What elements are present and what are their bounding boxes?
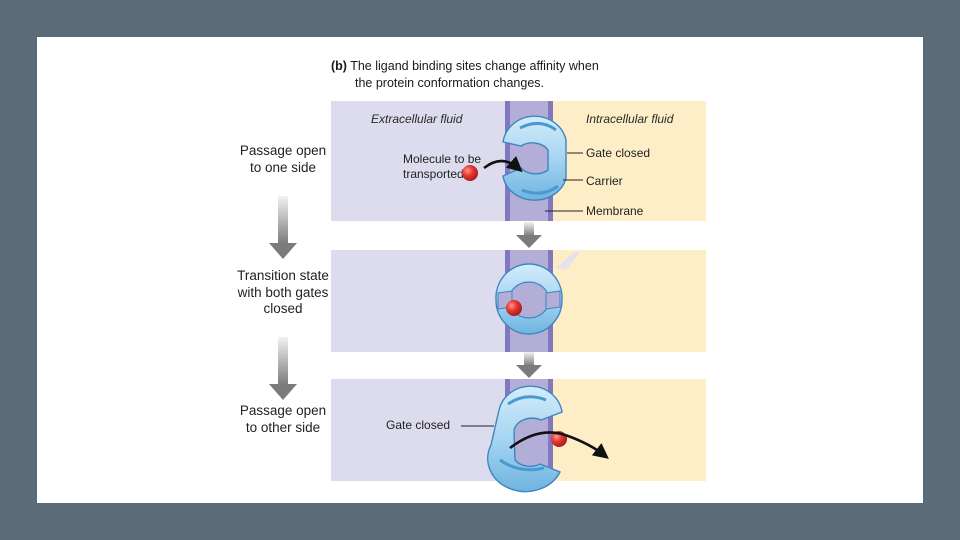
- membrane-outer-leaflet: [505, 379, 510, 481]
- membrane-band: [505, 379, 553, 481]
- panel-open-outside: Extracellular fluid Intracellular fluid …: [331, 101, 706, 221]
- caption-line-2: the protein conformation changes.: [355, 76, 545, 90]
- gate-closed-label: Gate closed: [586, 146, 651, 160]
- intracellular-fluid-label: Intracellular fluid: [586, 112, 674, 126]
- caption-lead: (b): [331, 59, 347, 73]
- membrane-outer-leaflet: [505, 101, 510, 221]
- extracellular-region: [331, 379, 505, 481]
- membrane-band: [505, 101, 553, 221]
- figure-caption: (b) The ligand binding sites change affi…: [331, 58, 691, 92]
- caption-line-1: The ligand binding sites change affinity…: [350, 59, 599, 73]
- molecule-label: Molecule to be transported: [403, 152, 482, 181]
- extracellular-region: [331, 250, 505, 352]
- extracellular-region: [331, 101, 505, 221]
- intracellular-region: [553, 101, 706, 221]
- membrane-label: Membrane: [586, 204, 644, 218]
- step-label-2: Transition state with both gates closed: [237, 268, 329, 316]
- membrane-band: [505, 250, 553, 352]
- carrier-label: Carrier: [586, 174, 623, 188]
- extracellular-fluid-label: Extracellular fluid: [371, 112, 463, 126]
- intracellular-region: [553, 250, 706, 352]
- step-label-1: Passage open to one side: [239, 143, 327, 175]
- membrane-outer-leaflet: [505, 250, 510, 352]
- step-label-3: Passage open to other side: [239, 403, 327, 435]
- panel-open-inside: Gate closed: [331, 379, 706, 481]
- intracellular-region: [553, 379, 706, 481]
- panel-transition-state: [331, 250, 706, 352]
- gate-closed-label: Gate closed: [386, 418, 451, 432]
